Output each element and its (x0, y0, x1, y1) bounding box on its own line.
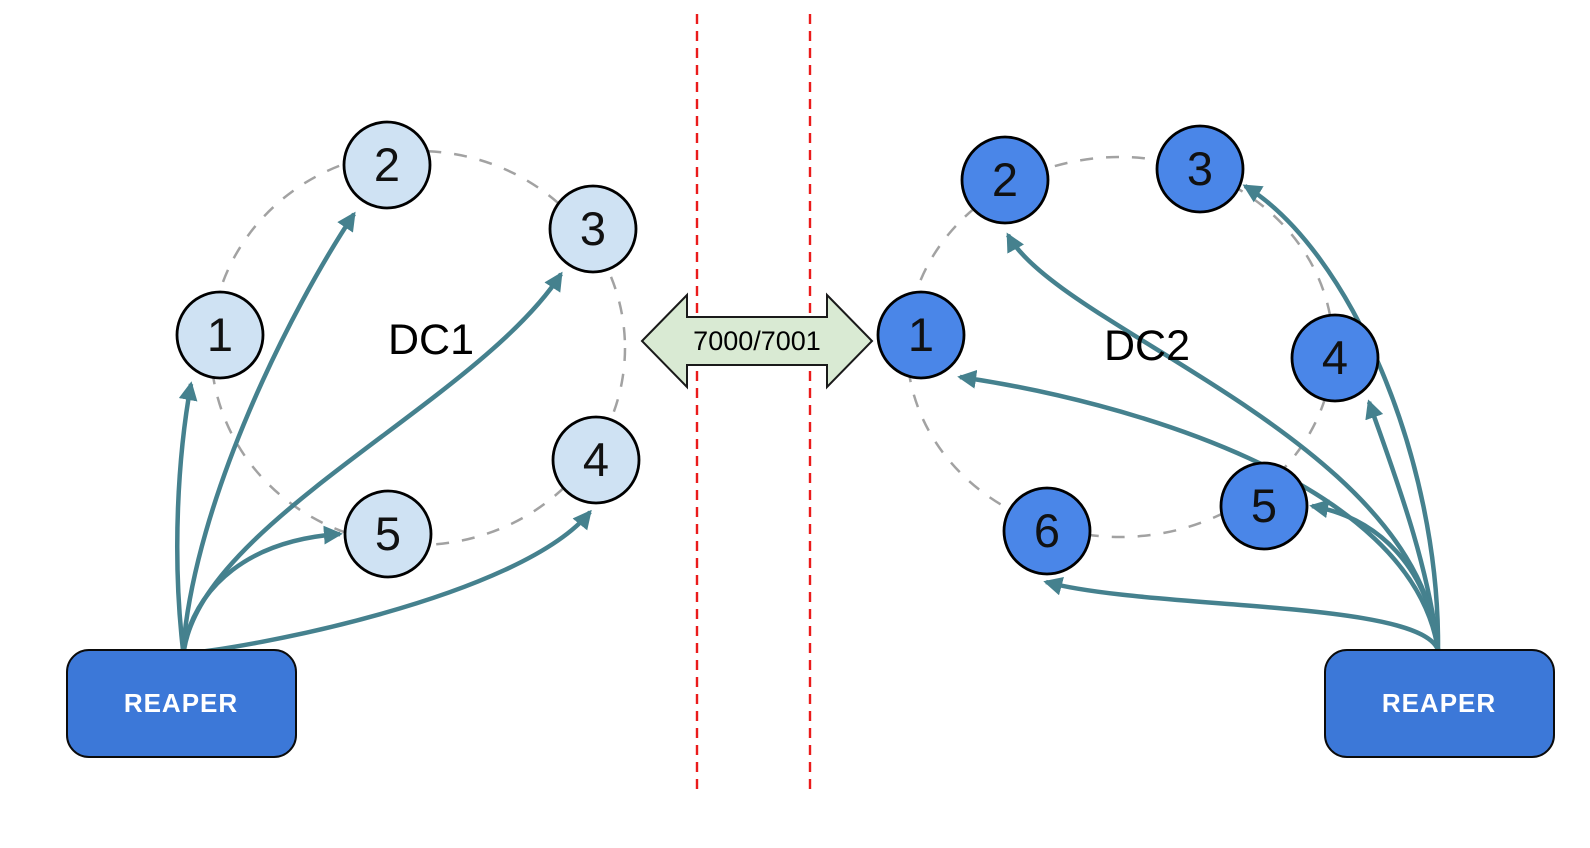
dc2-node-6-label: 6 (1034, 504, 1060, 557)
dc1-reaper-arrows (175, 211, 592, 656)
dc2-reaper-box (1324, 649, 1555, 758)
dc2-reaper-arrow-to-node-6 (1043, 577, 1441, 652)
dc1-reaper: REAPER (66, 649, 297, 758)
dc2-node-3 (1155, 124, 1245, 214)
dc2-reaper: REAPER (1324, 649, 1555, 758)
dc2-reaper-label: REAPER (1382, 688, 1496, 718)
dc1-label: DC1 (388, 316, 474, 364)
dc1-node-2 (342, 120, 432, 210)
dc2-reaper-arrow-to-node-2 (1006, 232, 1441, 651)
dc1-reaper-arrow-to-node-1 (175, 381, 198, 651)
dc1-node-2-label: 2 (374, 138, 400, 191)
dc1-reaper-label: REAPER (124, 688, 238, 718)
dc1-reaper-arrow-to-node-5 (180, 525, 343, 651)
dc2-reaper-arrows (957, 184, 1441, 652)
dc1-node-1-label: 1 (207, 308, 233, 361)
inter-dc-double-arrow (640, 292, 874, 390)
dc2-node-3-label: 3 (1187, 142, 1213, 195)
dc1-node-1 (175, 290, 265, 380)
dc1-reaper-arrow-to-node-2 (180, 211, 356, 651)
dc2-node-6 (1002, 486, 1092, 576)
dc2-node-4 (1290, 313, 1380, 403)
dc1-cluster: 1 2 3 4 5 DC1 (175, 120, 641, 579)
dc2-node-2 (960, 135, 1050, 225)
dc1-node-5-label: 5 (375, 507, 401, 560)
dc2-reaper-arrow-to-node-1 (957, 369, 1441, 651)
dc1-node-3 (548, 184, 638, 274)
inter-dc-ports-label: 7000/7001 (693, 326, 821, 356)
dc2-node-1 (876, 290, 966, 380)
dc2-node-5-label: 5 (1251, 479, 1277, 532)
dc2-node-2-label: 2 (992, 153, 1018, 206)
dc2-node-4-label: 4 (1322, 331, 1348, 384)
dc1-node-4-label: 4 (583, 433, 609, 486)
dc1-node-4 (551, 415, 641, 505)
dc1-node-5 (343, 489, 433, 579)
dc2-node-1-label: 1 (908, 308, 934, 361)
dc1-reaper-box (66, 649, 297, 758)
dc2-label: DC2 (1104, 322, 1190, 370)
dc2-node-5 (1219, 461, 1309, 551)
dc2-cluster: 1 2 3 4 5 6 DC2 (876, 124, 1380, 576)
dc1-node-3-label: 3 (580, 202, 606, 255)
dc2-reaper-arrow-to-node-3 (1242, 184, 1441, 651)
